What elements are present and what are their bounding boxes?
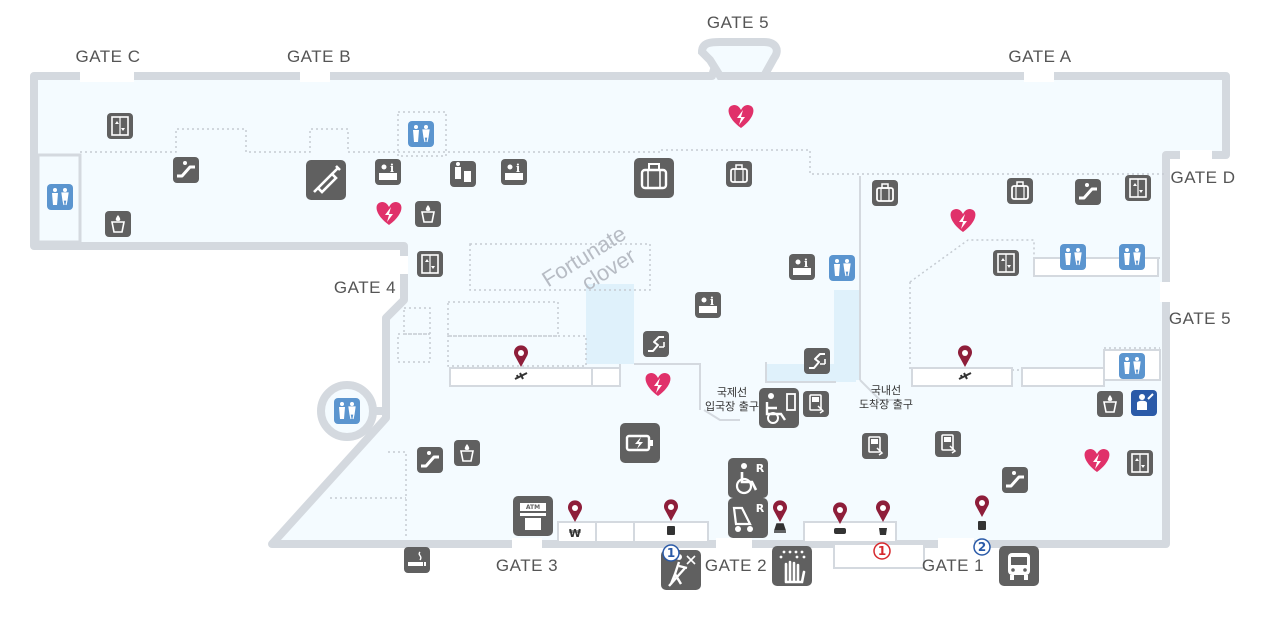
svg-text:1: 1: [667, 546, 675, 560]
information-desk-icon[interactable]: [501, 159, 527, 185]
locker-icon[interactable]: [872, 180, 898, 206]
gate-4-label: GATE 4: [334, 278, 396, 297]
braille-touch-icon[interactable]: [772, 546, 812, 586]
counter-bottom-mid: [803, 521, 897, 543]
gate-a-label: GATE A: [1008, 47, 1071, 66]
cafe-icon: [879, 528, 887, 535]
intl-exit-label-2: 입국장 출구: [705, 400, 759, 413]
baggage-service-icon[interactable]: [450, 161, 476, 187]
restroom-icon[interactable]: [1119, 353, 1145, 379]
gate-b-label: GATE B: [287, 47, 351, 66]
stroller-rental-icon[interactable]: R: [728, 498, 768, 538]
dom-exit-label-2: 도착장 출구: [859, 398, 913, 411]
intl-exit-label-1: 국제선: [717, 386, 747, 399]
escalator-icon[interactable]: [643, 331, 669, 357]
counter-left: [449, 367, 621, 387]
bus-stop-badge-1: 1: [662, 544, 680, 562]
wheelchair-lift-icon[interactable]: [759, 388, 799, 428]
gate5-top-connector: [697, 38, 781, 80]
currency-exchange-icon: ₩: [569, 527, 581, 540]
escalator-icon[interactable]: [417, 447, 443, 473]
gate-1-label: GATE 1: [922, 556, 984, 575]
restroom-icon[interactable]: [1060, 244, 1086, 270]
elevator-icon[interactable]: [107, 113, 133, 139]
information-desk-icon[interactable]: [789, 254, 815, 280]
elevator-icon[interactable]: [993, 250, 1019, 276]
drinking-water-icon[interactable]: [415, 201, 441, 227]
gate-d-label: GATE D: [1170, 168, 1235, 187]
information-desk-icon[interactable]: [695, 292, 721, 318]
restroom-icon[interactable]: [334, 398, 360, 424]
svg-text:ATM: ATM: [526, 504, 540, 511]
gate-3-label: GATE 3: [496, 556, 558, 575]
luggage-icon: [978, 521, 986, 530]
kiosk-icon[interactable]: [803, 391, 829, 417]
kiosk-icon[interactable]: [935, 431, 961, 457]
charging-station-icon[interactable]: [620, 423, 660, 463]
escalator-icon[interactable]: [804, 348, 830, 374]
smoking-room-icon[interactable]: [404, 547, 430, 573]
restroom-icon[interactable]: [829, 255, 855, 281]
bus-stop-badge-2: 2: [973, 538, 991, 556]
information-desk-icon[interactable]: [375, 159, 401, 185]
gate-c-label: GATE C: [75, 47, 140, 66]
svg-text:2: 2: [978, 540, 986, 554]
elevator-icon[interactable]: [417, 251, 443, 277]
escalator-icon[interactable]: [173, 157, 199, 183]
escalator-icon[interactable]: [1075, 179, 1101, 205]
svg-text:R: R: [756, 502, 765, 515]
car-rental-icon: [834, 528, 846, 534]
elevator-icon[interactable]: [1127, 450, 1153, 476]
counter-service-icon: [773, 523, 787, 533]
drinking-water-icon[interactable]: [1097, 391, 1123, 417]
drinking-water-icon[interactable]: [105, 211, 131, 237]
luggage-icon: [667, 526, 675, 535]
kiosk-icon[interactable]: [862, 433, 888, 459]
wheelchair-rental-icon[interactable]: R: [728, 458, 768, 498]
restroom-icon[interactable]: [1119, 244, 1145, 270]
floor-plan: [30, 38, 1230, 569]
locker-icon[interactable]: [1007, 178, 1033, 204]
svg-text:1: 1: [878, 544, 886, 558]
escalator-icon[interactable]: [1002, 467, 1028, 493]
vaccination-icon[interactable]: [306, 160, 346, 200]
drinking-water-icon[interactable]: [454, 440, 480, 466]
bus-icon[interactable]: [999, 546, 1039, 586]
locker-icon[interactable]: [726, 161, 752, 187]
dom-exit-label-1: 국내선: [871, 384, 901, 397]
gate-5-top-label: GATE 5: [707, 13, 769, 32]
restroom-icon[interactable]: [408, 121, 434, 147]
counter-far-right: [1021, 367, 1105, 387]
large-locker-icon[interactable]: [634, 158, 674, 198]
gate-5-right-label: GATE 5: [1169, 309, 1231, 328]
gate-2-label: GATE 2: [705, 556, 767, 575]
atm-icon[interactable]: ATM: [513, 496, 553, 536]
zone-left-corridor: [586, 284, 634, 364]
restroom-icon[interactable]: [47, 184, 73, 210]
svg-text:R: R: [756, 462, 765, 475]
nursing-room-icon[interactable]: [1131, 390, 1157, 416]
taxi-stop-badge-1: 1: [873, 542, 891, 560]
elevator-icon[interactable]: [1125, 175, 1151, 201]
